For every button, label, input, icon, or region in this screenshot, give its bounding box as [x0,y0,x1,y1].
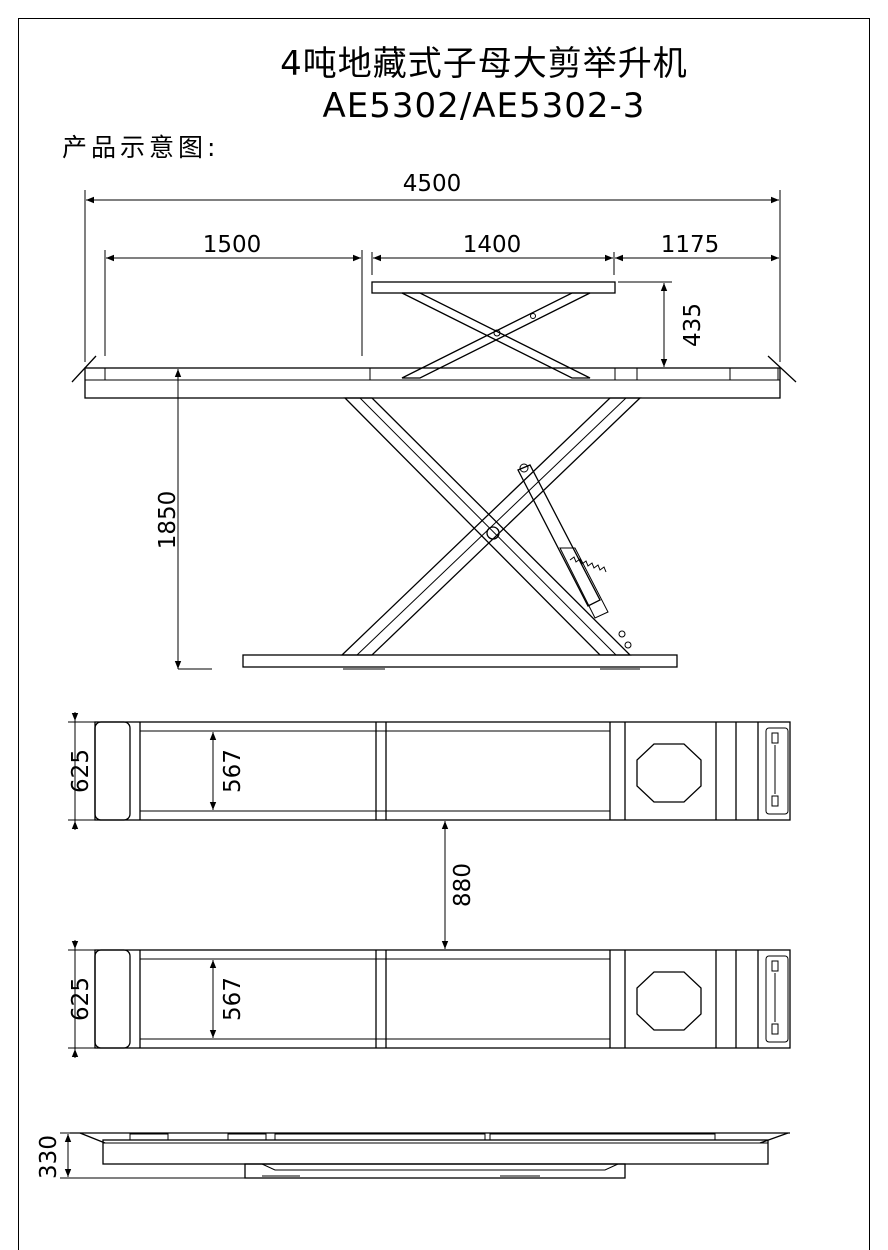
dim-platform-width-top: 625 [68,749,94,793]
dim-front-section: 1500 [203,232,262,258]
hydraulic-cylinder [517,464,601,607]
dim-overall-length: 4500 [403,171,462,197]
dim-rear-section: 1175 [661,232,720,258]
scissor-pivot [486,526,500,540]
side-view [71,281,797,670]
dim-max-lift-height: 1850 [155,491,181,550]
child-scissor-lift [371,281,616,379]
product-title: 4吨地藏式子母大剪举升机 [280,44,688,84]
diagram-caption: 产品示意图: [62,133,220,162]
dim-child-lift-height: 435 [680,303,706,347]
model-number: AE5302/AE5302-3 [322,86,646,126]
dim-runway-width-bottom: 567 [220,977,246,1021]
base-frame [242,654,678,668]
drawing-frame [18,18,870,1250]
lowered-side-view [70,1132,790,1179]
top-view-platform-lower [94,949,791,1049]
dim-platform-spacing: 880 [450,863,476,907]
side-dimensions: 4500 1500 1400 1175 435 1850 [84,171,781,670]
dim-platform-width-bottom: 625 [68,977,94,1021]
turntable [636,743,702,803]
dim-child-platform: 1400 [463,232,522,258]
dim-runway-width-top: 567 [220,749,246,793]
turntable [636,971,702,1031]
top-view-platform-upper [94,721,791,821]
lowered-dimension: 330 [36,1132,245,1179]
dim-lowered-height: 330 [36,1135,62,1179]
top-dimensions: 625 567 880 625 567 [68,712,476,1058]
front-runway-pad [104,367,371,381]
main-scissor-arms [340,397,642,656]
main-platform [84,367,781,399]
